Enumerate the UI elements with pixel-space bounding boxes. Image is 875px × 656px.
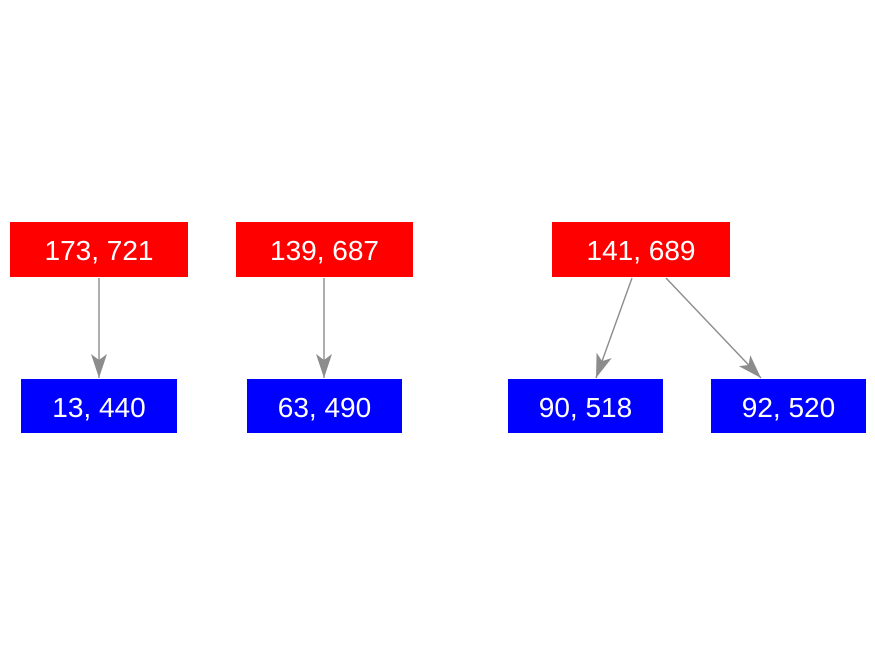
node-label: 139, 687 [270,235,379,266]
edge-arrow [665,277,762,379]
node-label: 92, 520 [741,391,836,423]
node-child-1: 13, 440 [21,379,177,433]
node-label: 141, 689 [586,235,696,266]
node-label: 173, 721 [44,235,154,266]
edge-arrow [595,277,633,379]
node-label: 90, 518 [538,391,633,423]
node-child-3: 90, 518 [508,379,663,433]
node-label: 63, 490 [277,391,372,423]
node-parent-3: 141, 689 [552,222,730,277]
node-parent-1: 173, 721 [10,222,188,277]
node-label: 13, 440 [52,391,146,423]
node-child-4: 92, 520 [711,379,866,433]
node-parent-2: 139, 687 [236,222,413,277]
edge-group [91,277,762,379]
node-child-2: 63, 490 [247,379,402,433]
